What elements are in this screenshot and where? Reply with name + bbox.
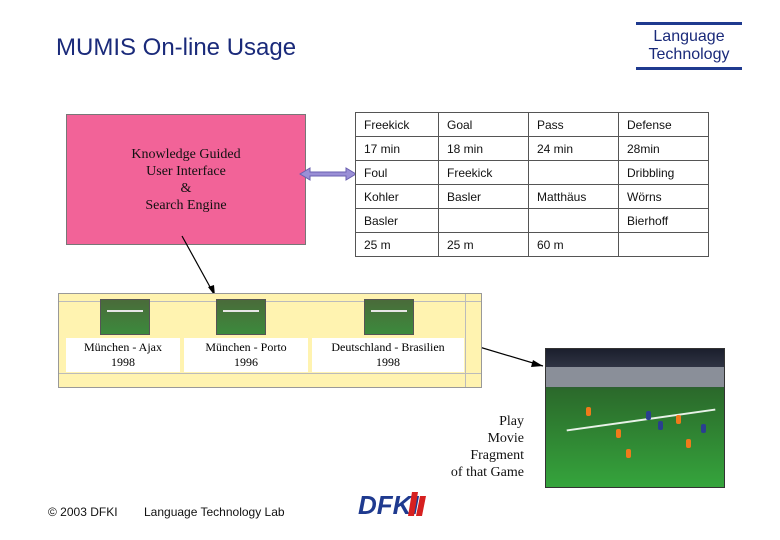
play-line-2: Movie bbox=[440, 430, 524, 447]
match-3-title: Deutschland - Brasilien bbox=[312, 340, 464, 355]
play-line-1: Play bbox=[440, 413, 524, 430]
match-3-year: 1998 bbox=[312, 355, 464, 370]
play-line-4: of that Game bbox=[440, 464, 524, 481]
match-1-title: München - Ajax bbox=[66, 340, 180, 355]
match-caption-1[interactable]: München - Ajax 1998 bbox=[66, 338, 180, 372]
match-2-title: München - Porto bbox=[184, 340, 308, 355]
footer-lab: Language Technology Lab bbox=[144, 505, 285, 519]
copyright: © 2003 DFKI bbox=[48, 505, 118, 519]
match-thumbnail-2[interactable] bbox=[216, 299, 266, 335]
dfki-logo: DFKI bbox=[356, 486, 432, 522]
match-thumbnail-3[interactable] bbox=[364, 299, 414, 335]
match-1-year: 1998 bbox=[66, 355, 180, 370]
match-thumbnail-1[interactable] bbox=[100, 299, 150, 335]
video-frame[interactable] bbox=[545, 348, 725, 488]
match-2-year: 1996 bbox=[184, 355, 308, 370]
play-caption: Play Movie Fragment of that Game bbox=[440, 413, 524, 481]
match-caption-2[interactable]: München - Porto 1996 bbox=[184, 338, 308, 372]
play-line-3: Fragment bbox=[440, 447, 524, 464]
match-caption-3[interactable]: Deutschland - Brasilien 1998 bbox=[312, 338, 464, 372]
